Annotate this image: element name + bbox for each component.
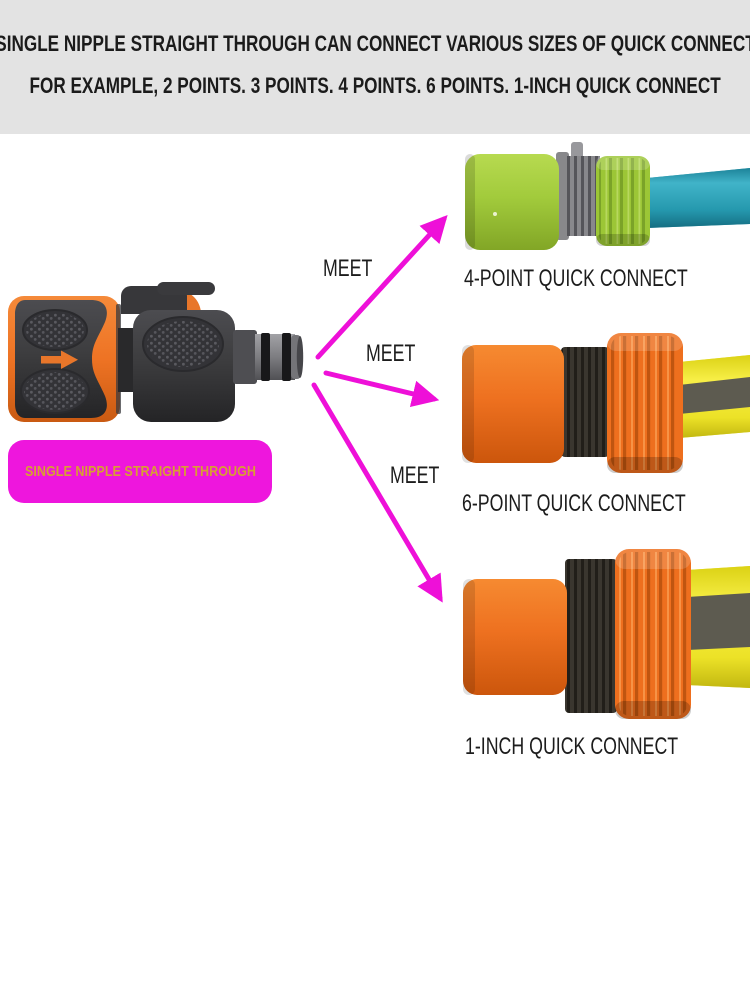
orange-nut xyxy=(615,549,691,719)
green-nut xyxy=(596,156,650,246)
meet-label-3: MEET xyxy=(390,462,440,489)
thread-section xyxy=(556,142,600,240)
header-subtitle: FOR EXAMPLE, 2 POINTS. 3 POINTS. 4 POINT… xyxy=(29,73,721,98)
yellow-hose xyxy=(679,355,750,438)
header-line-1: SINGLE NIPPLE STRAIGHT THROUGH CAN CONNE… xyxy=(0,31,750,57)
meet-arrow-3-icon xyxy=(311,382,443,603)
meet-label-1: MEET xyxy=(323,255,373,282)
grip-texture xyxy=(20,309,90,414)
orange-body xyxy=(462,345,564,463)
thread-section xyxy=(565,559,617,713)
valve-body xyxy=(133,310,235,422)
orange-nut xyxy=(607,333,683,473)
yellow-hose xyxy=(687,566,750,688)
meet-arrow-1-icon xyxy=(315,215,448,360)
meet-label-2: MEET xyxy=(366,340,416,367)
one-inch-connector-image xyxy=(463,549,750,719)
flow-arrow-icon xyxy=(41,350,78,369)
four-point-connector-image xyxy=(465,142,750,250)
product-name-label: SINGLE NIPPLE STRAIGHT THROUGH xyxy=(8,440,272,503)
six-point-label: 6-POINT QUICK CONNECT xyxy=(462,490,686,517)
one-inch-label: 1-INCH QUICK CONNECT xyxy=(465,733,679,760)
six-point-connector-image xyxy=(462,333,750,473)
four-point-label: 4-POINT QUICK CONNECT xyxy=(464,265,688,292)
teal-hose xyxy=(647,168,750,228)
header-banner: SINGLE NIPPLE STRAIGHT THROUGH CAN CONNE… xyxy=(0,0,750,134)
product-name-text: SINGLE NIPPLE STRAIGHT THROUGH xyxy=(24,463,256,480)
single-nipple-connector-image xyxy=(8,282,304,422)
header-title: SINGLE NIPPLE STRAIGHT THROUGH CAN CONNE… xyxy=(0,31,750,56)
male-nipple xyxy=(233,330,304,384)
thread-section xyxy=(561,347,609,457)
orange-body xyxy=(463,579,567,695)
green-body xyxy=(465,154,559,250)
meet-arrow-2-icon xyxy=(323,370,440,408)
header-line-2: FOR EXAMPLE, 2 POINTS. 3 POINTS. 4 POINT… xyxy=(0,73,750,99)
